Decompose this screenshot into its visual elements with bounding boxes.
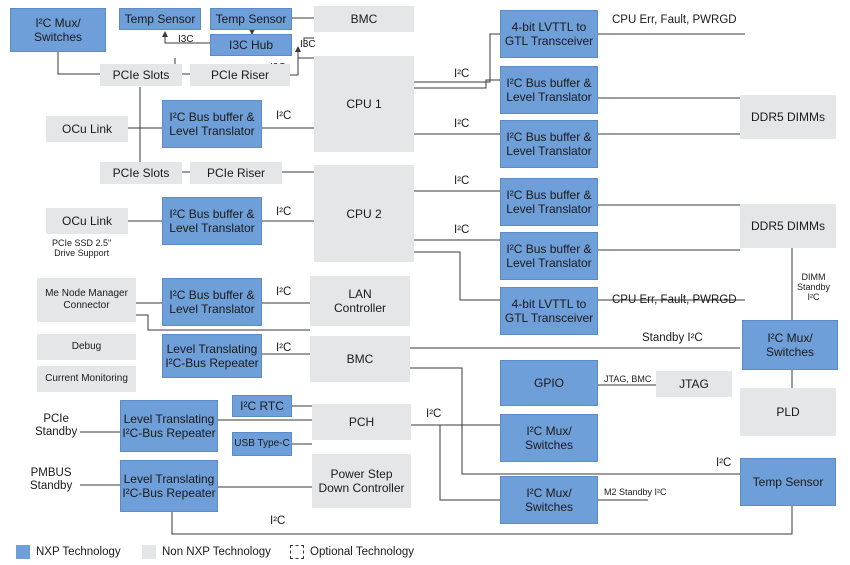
- pcie-riser-2: PCIe Riser: [190, 162, 282, 184]
- i2c-bus-buffer-right-2: I²C Bus buffer & Level Translator: [500, 120, 598, 168]
- i3c-hub: I3C Hub: [210, 34, 292, 56]
- i2c-bus-buffer-right-4: I²C Bus buffer & Level Translator: [500, 232, 598, 280]
- legend-optional-swatch: [290, 545, 304, 559]
- i2c-label-pch: I²C: [426, 408, 442, 420]
- bmc-middle: BMC: [310, 336, 410, 382]
- i2c-rtc: I²C RTC: [232, 395, 292, 417]
- i2c-bus-buffer-right-1: I²C Bus buffer & Level Translator: [500, 66, 598, 114]
- legend-nxp-label: NXP Technology: [36, 546, 121, 558]
- i2c-label-temp: I²C: [716, 457, 732, 469]
- i2c-label-cpu2-top: I²C: [454, 175, 470, 187]
- i3c-label-b: I3C: [300, 39, 316, 50]
- legend-optional-label: Optional Technology: [310, 546, 414, 558]
- jtag: JTAG: [656, 371, 732, 397]
- temp-sensor-2: Temp Sensor: [210, 8, 292, 30]
- ocu-link-1: OCu Link: [46, 116, 128, 142]
- current-monitoring: Current Monitoring: [37, 366, 136, 392]
- cpu-err-label-2: CPU Err, Fault, PWRGD: [612, 294, 737, 306]
- pch: PCH: [312, 404, 411, 440]
- i2c-bus-buffer-right-3: I²C Bus buffer & Level Translator: [500, 178, 598, 226]
- i3c-label-a: I3C: [178, 34, 194, 45]
- dimm-standby-label: DIMM Standby I²C: [797, 272, 831, 302]
- legend: NXP Technology Non NXP Technology Option…: [0, 540, 850, 565]
- debug: Debug: [37, 334, 136, 360]
- gpio: GPIO: [500, 360, 598, 406]
- i2c-label-cpu2-bot: I²C: [454, 224, 470, 236]
- legend-nxp-swatch: [16, 545, 30, 559]
- cpu-err-label-1: CPU Err, Fault, PWRGD: [612, 14, 737, 26]
- standby-i2c-label: Standby I²C: [642, 332, 703, 344]
- i2c-mux-switches-bottom-2: I²C Mux/ Switches: [500, 476, 598, 524]
- temp-sensor-1: Temp Sensor: [119, 8, 201, 30]
- power-step-down-controller: Power Step Down Controller: [312, 454, 411, 508]
- i2c-mux-switches-bottom-1: I²C Mux/ Switches: [500, 414, 598, 462]
- pcie-ssd-note: PCIe SSD 2.5" Drive Support: [52, 238, 112, 258]
- i2c-mux-switches-top-left: I²C Mux/ Switches: [10, 8, 106, 52]
- me-node-manager-connector: Me Node Manager Connector: [37, 278, 136, 322]
- temp-sensor-right: Temp Sensor: [740, 458, 836, 506]
- lvttl-gtl-transceiver-2: 4-bit LVTTL to GTL Transceiver: [500, 287, 598, 335]
- usb-type-c: USB Type-C: [232, 432, 292, 456]
- ddr5-dimms-2: DDR5 DIMMs: [740, 204, 836, 248]
- lvttl-gtl-transceiver-1: 4-bit LVTTL to GTL Transceiver: [500, 10, 598, 58]
- pcie-standby-label: PCIe Standby: [35, 413, 78, 438]
- level-translating-repeater-3: Level Translating I²C-Bus Repeater: [120, 460, 218, 512]
- jtag-bmc-label: JTAG, BMC: [604, 374, 652, 384]
- m2-standby-label: M2 Standby I²C: [604, 487, 667, 497]
- pmbus-standby-label: PMBUS Standby: [30, 467, 73, 492]
- i2c-label-cpu1-top: I²C: [454, 68, 470, 80]
- lan-controller: LAN Controller: [310, 276, 410, 326]
- level-translating-repeater-1: Level Translating I²C-Bus Repeater: [162, 334, 262, 378]
- ddr5-dimms-1: DDR5 DIMMs: [740, 95, 836, 139]
- i2c-label-left-3: I²C: [276, 286, 292, 298]
- legend-non-nxp-label: Non NXP Technology: [162, 546, 271, 558]
- i2c-bus-buffer-left-1: I²C Bus buffer & Level Translator: [162, 100, 262, 148]
- pcie-slots-1: PCIe Slots: [100, 64, 182, 86]
- cpu-1: CPU 1: [314, 56, 414, 152]
- i2c-label-left-2: I²C: [276, 206, 292, 218]
- pld: PLD: [740, 388, 836, 436]
- level-translating-repeater-2: Level Translating I²C-Bus Repeater: [120, 400, 218, 452]
- i2c-label-left-4: I²C: [276, 342, 292, 354]
- i2c-bus-buffer-left-3: I²C Bus buffer & Level Translator: [162, 278, 262, 326]
- pcie-riser-1: PCIe Riser: [190, 64, 290, 86]
- i2c-mux-switches-right: I²C Mux/ Switches: [742, 320, 838, 370]
- i2c-label-left-1: I²C: [276, 110, 292, 122]
- pcie-slots-2: PCIe Slots: [100, 162, 182, 184]
- bmc-top: BMC: [314, 6, 414, 32]
- ocu-link-2: OCu Link: [46, 208, 128, 234]
- legend-non-nxp-swatch: [142, 545, 156, 559]
- i2c-label-bottom: I²C: [270, 515, 286, 527]
- i2c-label-cpu1-bot: I²C: [454, 118, 470, 130]
- i2c-bus-buffer-left-2: I²C Bus buffer & Level Translator: [162, 197, 262, 245]
- cpu-2: CPU 2: [314, 165, 414, 262]
